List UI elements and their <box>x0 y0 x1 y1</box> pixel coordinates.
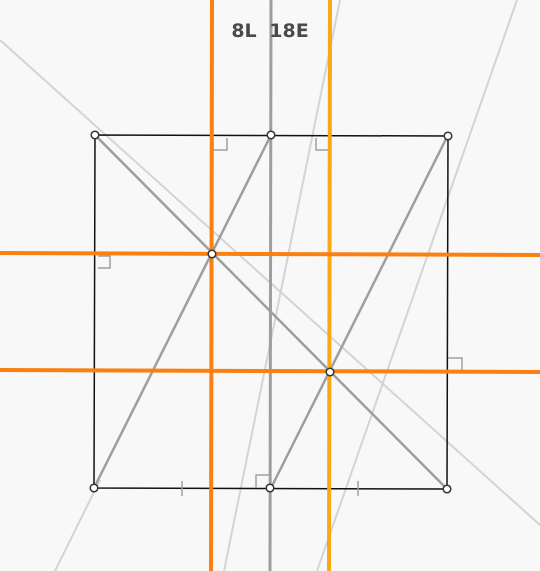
slant-line <box>269 134 450 489</box>
geometry-marks <box>98 138 463 496</box>
construction-point[interactable] <box>442 484 452 494</box>
construction-point[interactable] <box>325 367 335 377</box>
orange-horizontal-line[interactable] <box>0 251 540 257</box>
orange-horizontal-line[interactable] <box>0 368 540 374</box>
vertical-bisector-line <box>268 0 273 571</box>
construction-lines <box>92 0 450 571</box>
right-angle-mark <box>448 357 463 370</box>
gold-vertical-line[interactable] <box>327 0 332 571</box>
construction-point[interactable] <box>443 131 453 141</box>
edges-count: 18E <box>269 20 309 42</box>
move-counter: 8L 18E <box>0 20 540 42</box>
slant-line <box>92 134 273 489</box>
faint-slant-line <box>223 0 341 571</box>
lines-count: 8L <box>231 20 257 42</box>
right-angle-mark <box>255 474 270 488</box>
construction-point[interactable] <box>266 130 276 140</box>
construction-points[interactable] <box>89 130 453 494</box>
right-angle-mark <box>98 255 111 269</box>
orange-vertical-line[interactable] <box>209 0 214 571</box>
construction-point[interactable] <box>265 483 275 493</box>
construction-point[interactable] <box>90 130 100 140</box>
right-angle-mark <box>315 138 330 151</box>
construction-point[interactable] <box>207 249 217 259</box>
right-angle-mark <box>212 138 228 151</box>
construction-point[interactable] <box>89 483 99 493</box>
faint-slant-line <box>54 479 101 571</box>
faint-slant-line <box>316 0 518 571</box>
